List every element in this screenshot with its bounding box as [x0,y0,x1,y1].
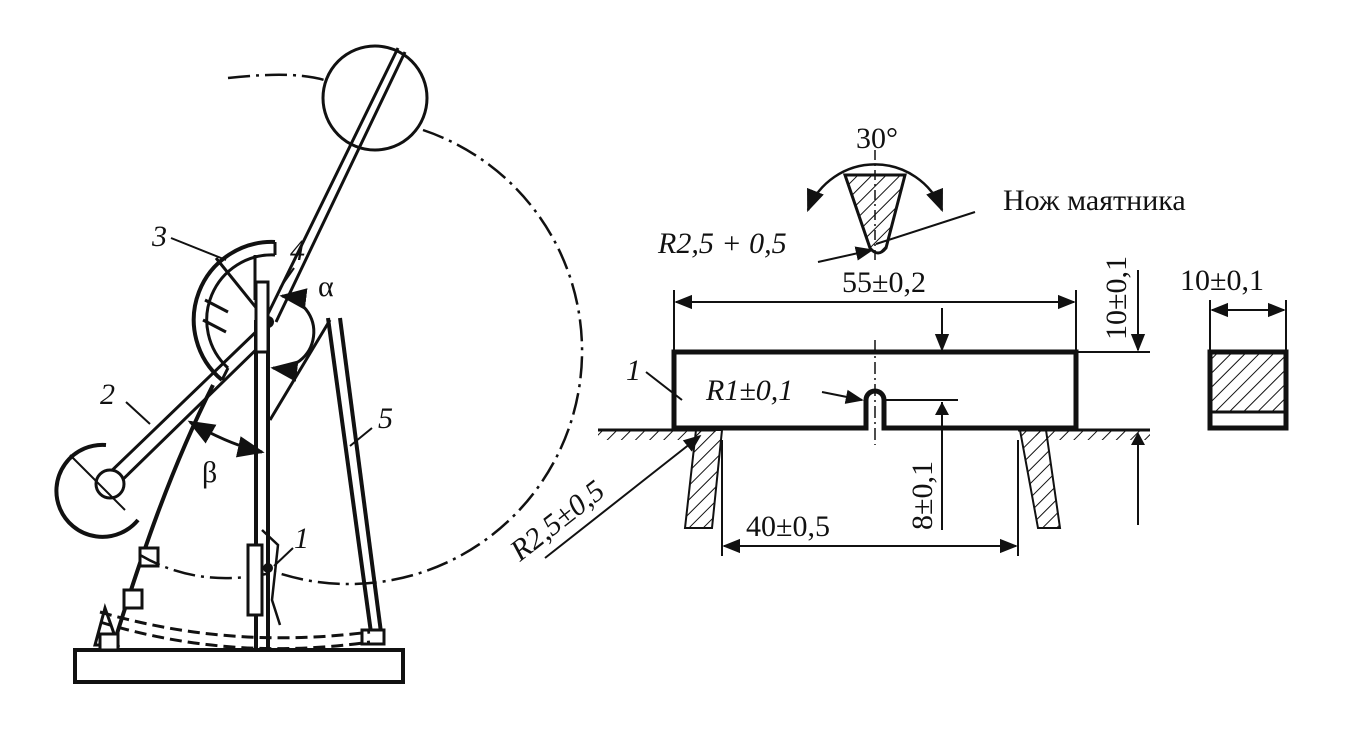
base-plate [73,648,405,684]
label-part-1: 1 [294,522,309,555]
knife-detail: 30° Нож маятника R2,5 + 0,5 [657,122,1186,263]
knife-radius: R2,5 + 0,5 [657,227,787,260]
knife-title: Нож маятника [1003,184,1186,217]
dim-remaining-height: 8±0,1 [906,461,939,530]
label-part-4: 4 [290,234,305,267]
support-rod [326,317,374,641]
dim-height: 10±0,1 [1100,256,1133,340]
left-support [683,429,724,529]
knife-angle: 30° [856,122,898,155]
dim-length: 55±0,2 [842,266,926,299]
label-specimen-part: 1 [626,354,641,387]
label-part-2: 2 [100,378,115,411]
dim-span: 40±0,5 [746,510,830,543]
angle-scale [191,239,277,382]
specimen-drawing: 55±0,2 10±0,1 8±0,1 40±0,5 R1±0,1 R2,5±0… [503,256,1150,568]
label-part-3: 3 [151,220,167,253]
dim-notch-radius: R1±0,1 [705,374,793,407]
label-alpha: α [318,270,334,303]
pendulum-arm [100,324,264,482]
right-support [1018,429,1062,529]
pendulum-tester: 3 4 α 2 5 β 1 [54,44,584,684]
pendulum-hammer [54,442,140,539]
dim-support-radius: R2,5±0,5 [503,474,611,568]
specimen-cross-section: 10±0,1 [1180,264,1289,431]
label-part-5: 5 [378,402,393,435]
dim-width: 10±0,1 [1180,264,1264,297]
label-beta: β [202,456,217,489]
